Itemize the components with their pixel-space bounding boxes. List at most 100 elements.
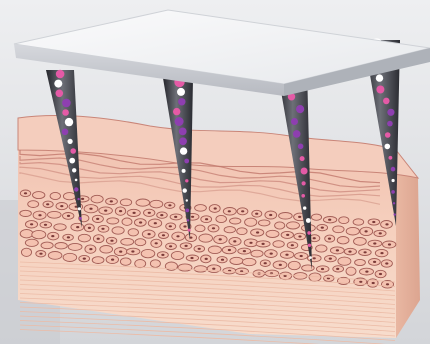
needle-particle — [188, 229, 191, 232]
cell-nucleus — [168, 204, 171, 206]
needle-particle — [296, 105, 304, 113]
cell-nucleus — [205, 258, 208, 260]
cell — [199, 234, 213, 242]
cell-nucleus — [241, 210, 244, 212]
cell — [208, 246, 221, 254]
needle-particle — [187, 219, 189, 221]
cell — [41, 242, 53, 249]
needle-particle — [79, 217, 82, 220]
cell — [273, 241, 284, 248]
cell-nucleus — [148, 233, 151, 235]
cell — [91, 195, 103, 203]
needle-particle — [62, 129, 69, 136]
cell-nucleus — [329, 258, 332, 260]
cell — [245, 218, 257, 226]
cell — [338, 257, 351, 265]
cell-nucleus — [364, 251, 367, 253]
cell-nucleus — [161, 254, 164, 256]
needle-particle — [70, 148, 76, 154]
needle-particle — [392, 179, 395, 182]
cell-nucleus — [139, 221, 142, 223]
cell-nucleus — [388, 243, 391, 245]
needle-particle — [182, 169, 186, 173]
cell-nucleus — [101, 228, 104, 230]
needle-particle — [74, 187, 78, 191]
cell — [100, 246, 113, 254]
cell-nucleus — [386, 283, 389, 285]
needle-particle — [303, 206, 306, 209]
cell-nucleus — [359, 281, 362, 283]
cell-nucleus — [279, 264, 282, 266]
cell-nucleus — [348, 251, 351, 253]
cell-nucleus — [119, 210, 122, 212]
needle-particle — [302, 181, 306, 185]
cell-nucleus — [51, 235, 54, 237]
needle-particle — [78, 207, 81, 210]
cell-nucleus — [385, 262, 388, 264]
needle-particle — [68, 139, 73, 144]
cell — [33, 192, 45, 199]
cell-nucleus — [205, 218, 208, 220]
cell — [266, 230, 279, 237]
cell — [333, 226, 344, 233]
cell-nucleus — [372, 282, 375, 284]
cell — [216, 215, 227, 222]
cell — [50, 192, 60, 199]
cell-nucleus — [119, 251, 122, 253]
cell — [346, 267, 356, 275]
needle-particle — [56, 70, 65, 79]
needle-particle — [300, 156, 305, 161]
cell-nucleus — [76, 226, 79, 228]
cell — [195, 205, 207, 212]
needle-particle — [173, 108, 180, 115]
cell — [135, 260, 146, 268]
cell — [63, 193, 75, 200]
cell — [287, 222, 300, 229]
cell-nucleus — [81, 198, 84, 200]
needle-particle — [385, 132, 391, 138]
cell-nucleus — [219, 238, 222, 240]
needle-particle — [179, 127, 187, 135]
cell-nucleus — [185, 245, 188, 247]
cell — [339, 217, 349, 224]
cell-nucleus — [321, 268, 324, 270]
needle-particle — [307, 231, 311, 235]
needle-particle — [389, 156, 393, 160]
cell — [302, 265, 315, 271]
needle-particle — [65, 118, 73, 126]
needle-particle — [75, 179, 78, 182]
cell-nucleus — [212, 227, 215, 229]
cell-nucleus — [89, 208, 92, 210]
needle-particle — [179, 137, 187, 145]
cell-nucleus — [365, 230, 368, 232]
cell — [32, 230, 46, 238]
cell — [171, 251, 184, 259]
cell — [355, 259, 366, 265]
cell-nucleus — [162, 234, 165, 236]
needle-particle — [394, 213, 396, 215]
needle-particle — [291, 118, 298, 125]
needle-particle — [376, 86, 384, 94]
cell — [279, 213, 293, 220]
cell — [48, 211, 62, 218]
cell-nucleus — [269, 214, 272, 216]
cell-nucleus — [212, 268, 215, 270]
cell-nucleus — [385, 223, 388, 225]
cell-nucleus — [60, 205, 63, 207]
cell — [92, 257, 104, 264]
needle-particle — [178, 98, 185, 105]
cell — [275, 222, 285, 229]
cell-nucleus — [228, 210, 231, 212]
needle-particle — [77, 198, 79, 200]
needle-particle — [306, 218, 311, 223]
cell-nucleus — [30, 223, 33, 225]
cell-nucleus — [249, 242, 252, 244]
needle-particle — [72, 168, 76, 172]
cell-nucleus — [110, 200, 113, 202]
cell-nucleus — [83, 258, 86, 260]
needle-particle — [56, 90, 64, 98]
cell-nucleus — [298, 216, 301, 218]
cell — [316, 245, 327, 252]
cell-nucleus — [321, 227, 324, 229]
